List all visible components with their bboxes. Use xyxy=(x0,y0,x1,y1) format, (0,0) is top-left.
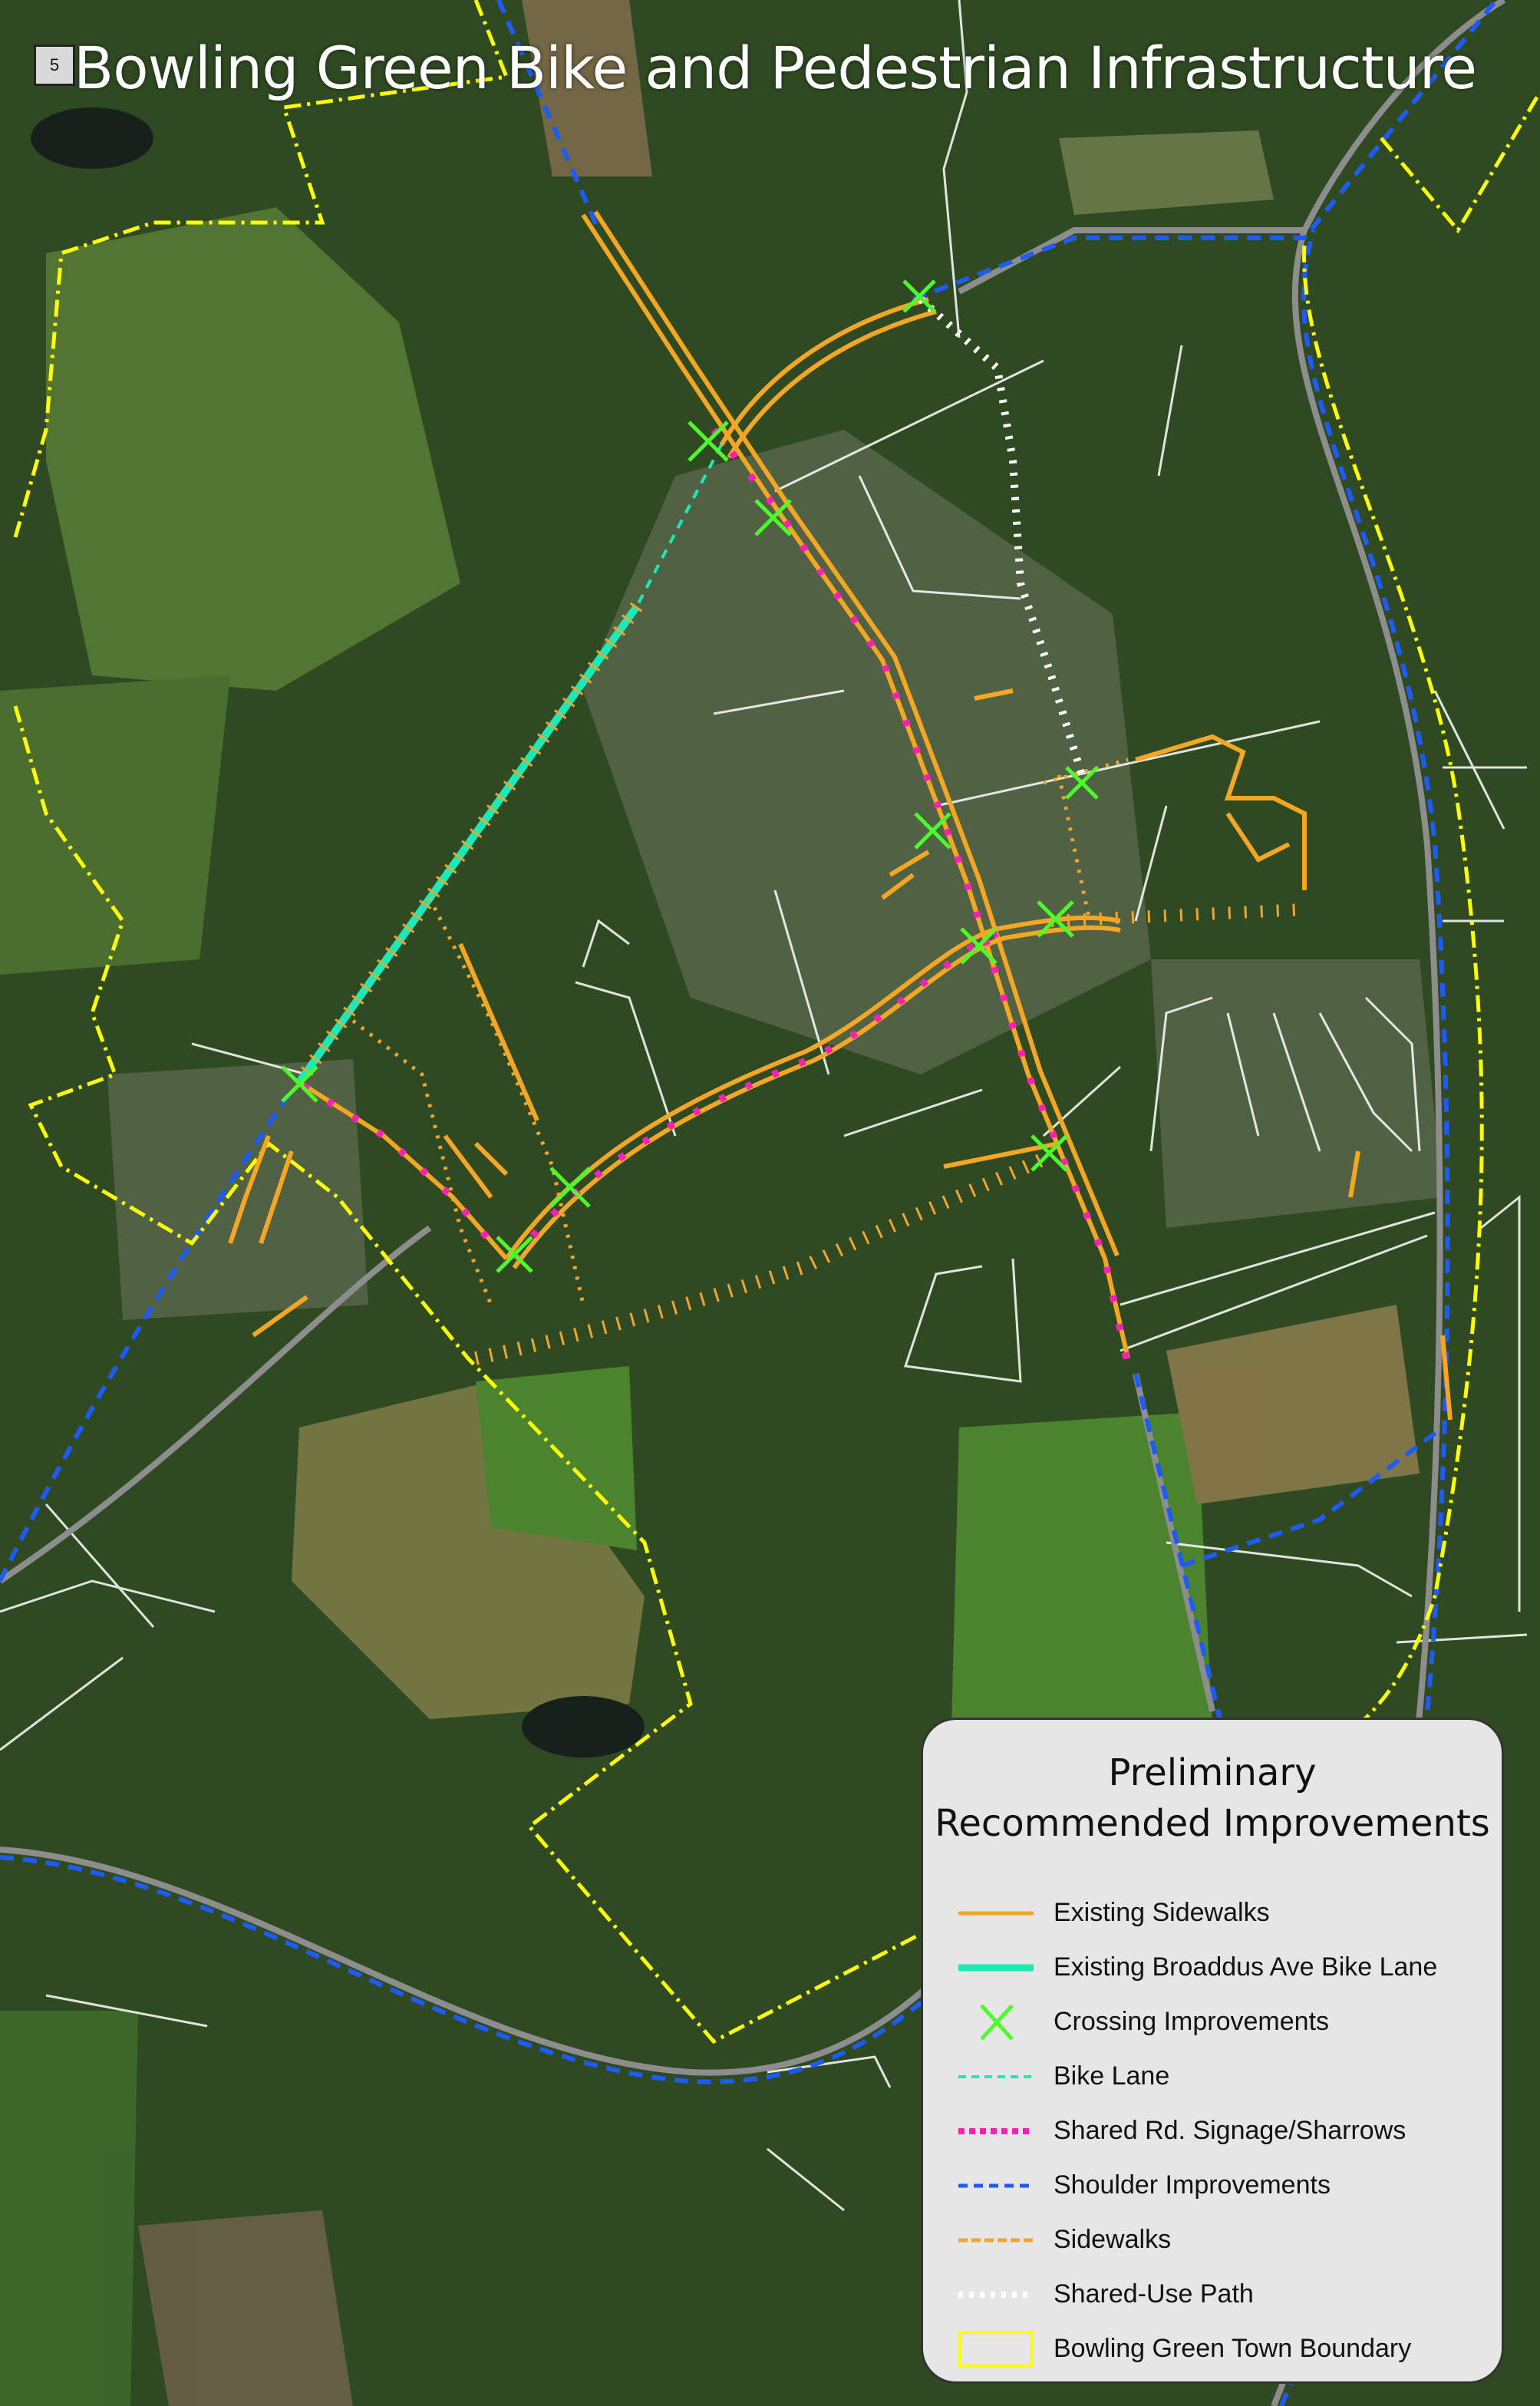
legend-label: Shared-Use Path xyxy=(1054,2279,1254,2309)
x-mark-icon xyxy=(954,2001,1038,2044)
legend-label: Existing Sidewalks xyxy=(1054,1898,1270,1927)
crossing-improvements xyxy=(281,279,1099,1273)
outlined-box-icon xyxy=(954,2328,1038,2371)
map-legend: Preliminary Recommended Improvements Exi… xyxy=(921,1718,1504,2384)
legend-label: Crossing Improvements xyxy=(1054,2007,1330,2036)
town-boundary xyxy=(13,0,1540,2045)
legend-label: Sidewalks xyxy=(1054,2225,1172,2254)
legend-label: Bike Lane xyxy=(1054,2061,1170,2091)
map-title: Bowling Green Bike and Pedestrian Infras… xyxy=(74,34,1477,102)
legend-label: Shared Rd. Signage/Sharrows xyxy=(1054,2116,1406,2145)
open-fields xyxy=(0,0,1420,2406)
thick-line-icon xyxy=(954,1946,1038,1989)
legend-item-sidewalks: Sidewalks xyxy=(954,2213,1486,2267)
legend-item-existing-bike-lane: Existing Broaddus Ave Bike Lane xyxy=(954,1940,1486,1995)
shared-use-path xyxy=(918,296,1086,777)
page-number-badge: 5 xyxy=(34,45,75,86)
legend-title-line1: Preliminary xyxy=(1108,1751,1317,1794)
legend-item-existing-sidewalks: Existing Sidewalks xyxy=(954,1886,1486,1940)
local-roads xyxy=(0,0,1528,2212)
dotted-line-icon xyxy=(954,2110,1038,2153)
legend-title: Preliminary Recommended Improvements xyxy=(923,1748,1502,1849)
solid-line-icon xyxy=(954,1892,1038,1935)
legend-item-crossing-improvements: Crossing Improvements xyxy=(954,1995,1486,2049)
ponds xyxy=(31,107,645,1757)
dashed-line-icon xyxy=(954,2219,1038,2262)
dashed-line-icon xyxy=(954,2164,1038,2207)
legend-items: Existing Sidewalks Existing Broaddus Ave… xyxy=(954,1886,1486,2376)
legend-item-shared-use-path: Shared-Use Path xyxy=(954,2267,1486,2322)
legend-item-town-boundary: Bowling Green Town Boundary xyxy=(954,2322,1486,2376)
legend-item-sharrows: Shared Rd. Signage/Sharrows xyxy=(954,2104,1486,2158)
existing-sidewalks xyxy=(228,210,1453,1421)
dotted-line-icon xyxy=(954,2273,1038,2316)
legend-item-bike-lane: Bike Lane xyxy=(954,2049,1486,2104)
existing-broaddus-bike-lane xyxy=(635,444,723,607)
legend-title-line2: Recommended Improvements xyxy=(935,1802,1490,1845)
legend-item-shoulder-improvements: Shoulder Improvements xyxy=(954,2158,1486,2213)
dashed-line-icon xyxy=(954,2055,1038,2098)
proposed-sidewalks xyxy=(293,602,1305,1365)
town-center-developed-area xyxy=(107,430,1443,1320)
legend-label: Existing Broaddus Ave Bike Lane xyxy=(1054,1952,1438,1982)
legend-label: Shoulder Improvements xyxy=(1054,2170,1331,2200)
legend-label: Bowling Green Town Boundary xyxy=(1054,2334,1412,2363)
